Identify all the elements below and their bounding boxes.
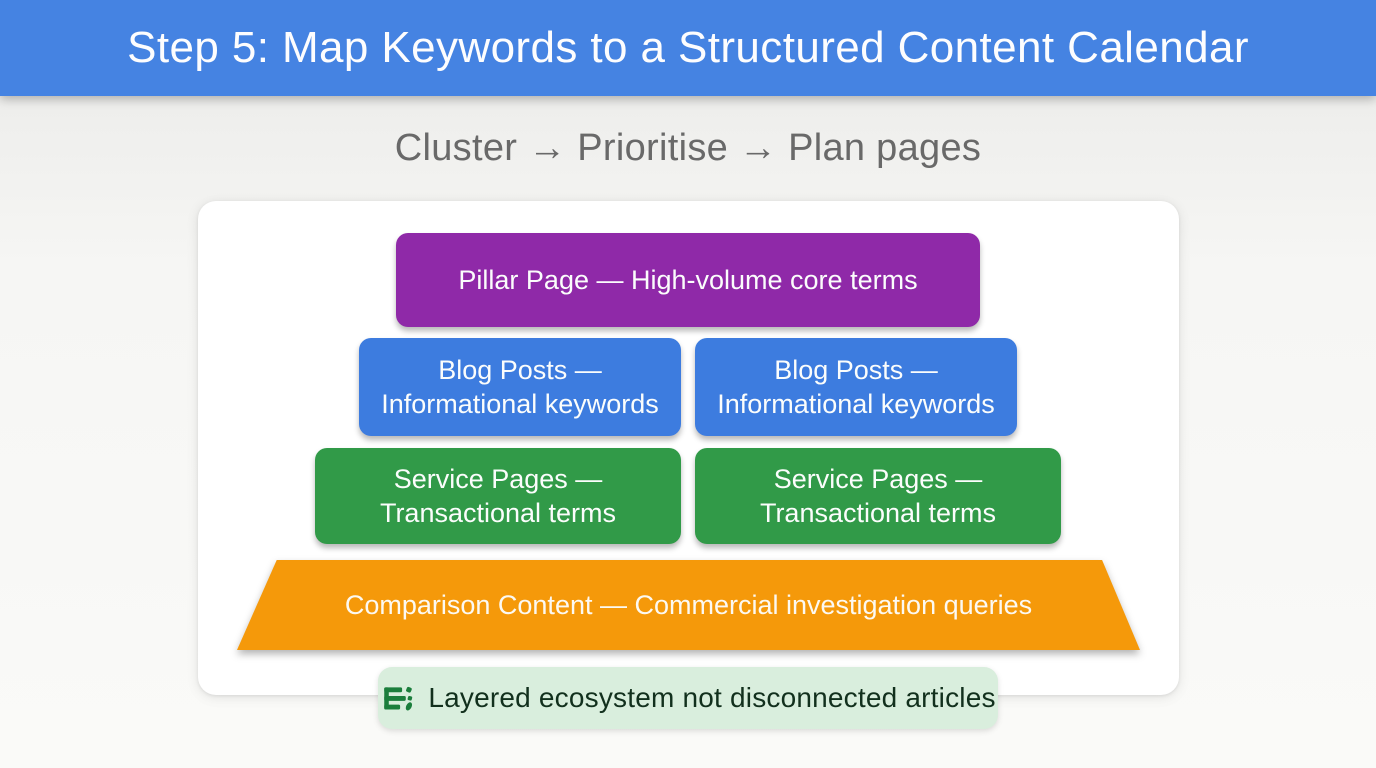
comparison-content-shape: Comparison Content — Commercial investig… bbox=[237, 560, 1140, 650]
comparison-content-label: Comparison Content — Commercial investig… bbox=[237, 560, 1140, 650]
layered-list-icon bbox=[384, 686, 413, 711]
content-card: Pillar Page — High-volume core terms Blo… bbox=[198, 201, 1179, 695]
blog-posts-box-right: Blog Posts — Informational keywords bbox=[695, 338, 1017, 436]
service-pages-box-right: Service Pages — Transactional terms bbox=[695, 448, 1061, 544]
blog-posts-box-left: Blog Posts — Informational keywords bbox=[359, 338, 681, 436]
footnote-text: Layered ecosystem not disconnected artic… bbox=[428, 682, 996, 713]
header-bar: Step 5: Map Keywords to a Structured Con… bbox=[0, 0, 1376, 96]
service-pages-box-left: Service Pages — Transactional terms bbox=[315, 448, 681, 544]
pillar-page-box: Pillar Page — High-volume core terms bbox=[396, 233, 980, 327]
footnote-pill: Layered ecosystem not disconnected artic… bbox=[378, 667, 998, 729]
page-title: Step 5: Map Keywords to a Structured Con… bbox=[127, 23, 1249, 72]
subtitle: Cluster → Prioritise → Plan pages bbox=[394, 127, 982, 169]
